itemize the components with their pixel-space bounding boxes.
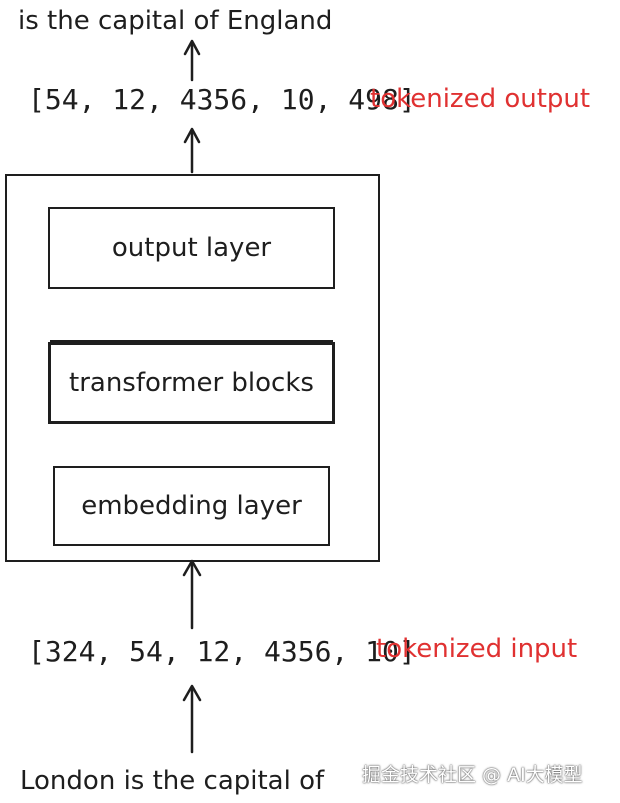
transformer-blocks-label: transformer blocks [69, 368, 314, 398]
arrow-model-to-output-tokens [183, 127, 201, 174]
tokenized-output-label: tokenized output [370, 84, 591, 114]
arrow-input-to-tokens [182, 684, 202, 754]
output-sentence: is the capital of England [18, 6, 333, 36]
arrow-tokens-to-output-sentence [183, 39, 201, 82]
watermark: 掘金技术社区 @ AI大模型 [362, 764, 583, 786]
tokenized-input-tokens: [324, 54, 12, 4356, 10] [28, 635, 416, 668]
transformer-blocks-box: transformer blocks [48, 342, 335, 424]
input-sentence: London is the capital of [20, 766, 325, 796]
tokenized-output-tokens: [54, 12, 4356, 10, 498] [28, 83, 416, 116]
embedding-layer-box: embedding layer [53, 466, 330, 546]
embedding-layer-label: embedding layer [81, 491, 302, 521]
output-layer-label: output layer [111, 233, 272, 263]
output-layer-box: output layer [48, 207, 335, 289]
arrow-tokens-to-model [182, 559, 202, 630]
tokenized-input-label: tokenized input [376, 634, 578, 664]
